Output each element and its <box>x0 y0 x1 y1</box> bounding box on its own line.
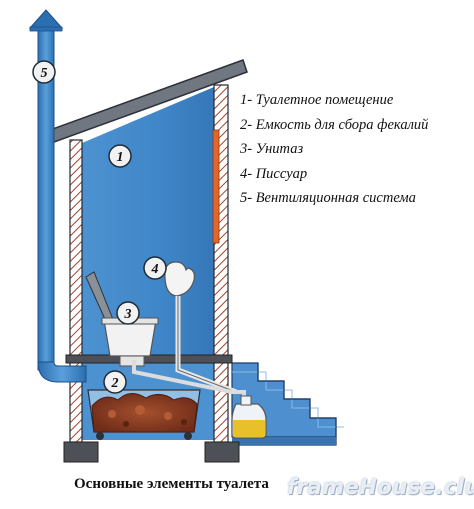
watermark: frameHouse.club <box>287 475 474 499</box>
legend-item-urinal: 4- Писсуар <box>240 165 308 182</box>
marker-4-label: 4 <box>151 262 159 277</box>
foundation-left <box>63 441 99 463</box>
marker-5-label: 5 <box>41 66 48 81</box>
marker-1-label: 1 <box>117 150 124 165</box>
marker-5: 5 <box>32 60 56 84</box>
marker-1: 1 <box>108 144 132 168</box>
liquid-container <box>231 395 267 439</box>
marker-4: 4 <box>143 256 167 280</box>
heater <box>212 129 220 244</box>
legend-item-ventilation: 5- Вентиляционная система <box>240 190 416 206</box>
marker-3: 3 <box>116 301 140 325</box>
legend-item-toilet: 3- Унитаз <box>240 141 304 157</box>
ventilation-pipe <box>28 9 87 383</box>
marker-2: 2 <box>103 370 127 394</box>
foundation-right <box>204 441 240 463</box>
legend: 1- Туалетное помещение 2- Емкость для сб… <box>240 88 470 211</box>
marker-2-label: 2 <box>111 376 119 391</box>
legend-item-container: 2- Емкость для сбора фекалий <box>240 116 429 133</box>
marker-3-label: 3 <box>124 307 132 322</box>
diagram-caption: Основные элементы туалета <box>74 476 269 492</box>
waste-container <box>87 389 201 440</box>
legend-item-room: 1- Туалетное помещение <box>240 92 394 108</box>
urinal <box>164 261 237 395</box>
